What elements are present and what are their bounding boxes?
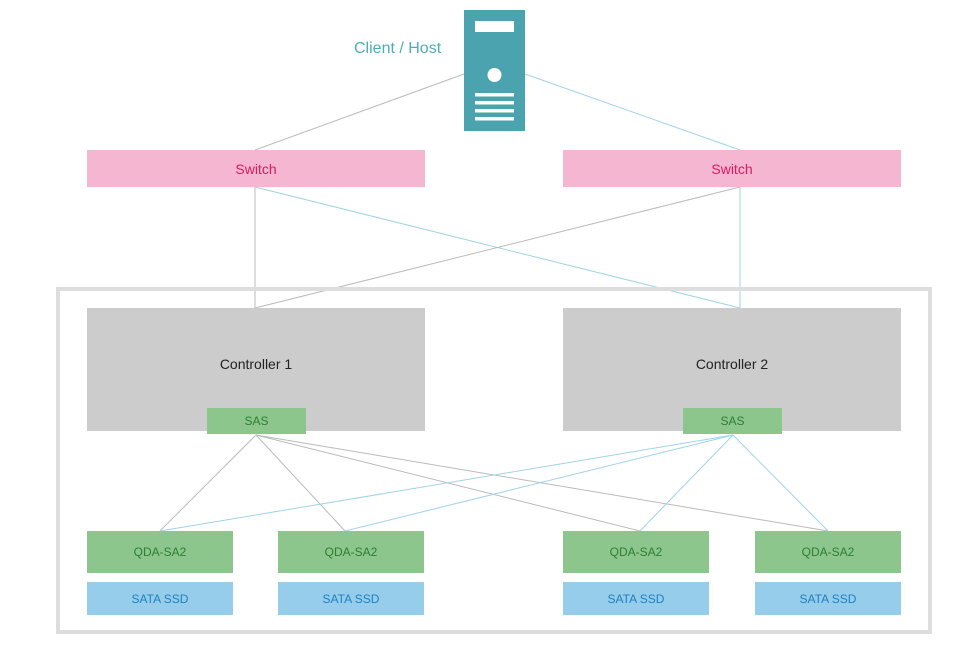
qda-expander-1: QDA-SA2 [87,531,233,573]
sas-port-2-label: SAS [720,414,745,428]
switch-2-label: Switch [711,160,753,177]
host-label: Client / Host [354,40,442,57]
qda-expander-3-label: QDA-SA2 [609,545,663,559]
qda-expander-2: QDA-SA2 [278,531,424,573]
qda-expander-3: QDA-SA2 [563,531,709,573]
sata-ssd-4-label: SATA SSD [799,591,857,606]
sas-port-2: SAS [683,408,782,434]
qda-expander-4: QDA-SA2 [755,531,901,573]
server-icon [464,10,525,131]
qda-expander-4-label: QDA-SA2 [801,545,855,559]
sata-ssd-2: SATA SSD [278,582,424,615]
controller-2-label: Controller 2 [695,356,769,372]
sata-ssd-1-label: SATA SSD [131,591,189,606]
controller-1-label: Controller 1 [219,356,293,372]
sata-ssd-3: SATA SSD [563,582,709,615]
sata-ssd-4: SATA SSD [755,582,901,615]
storage-enclosure [56,287,932,634]
switch-2: Switch [563,150,901,187]
sas-port-1: SAS [207,408,306,434]
qda-expander-2-label: QDA-SA2 [324,545,378,559]
sas-port-1-label: SAS [244,414,269,428]
sata-ssd-3-label: SATA SSD [607,591,665,606]
switch-1: Switch [87,150,425,187]
link-host-switch-1 [254,73,465,151]
sata-ssd-2-label: SATA SSD [322,591,380,606]
switch-1-label: Switch [235,160,277,177]
sata-ssd-1: SATA SSD [87,582,233,615]
link-host-switch-2 [524,73,741,151]
qda-expander-1-label: QDA-SA2 [133,545,187,559]
